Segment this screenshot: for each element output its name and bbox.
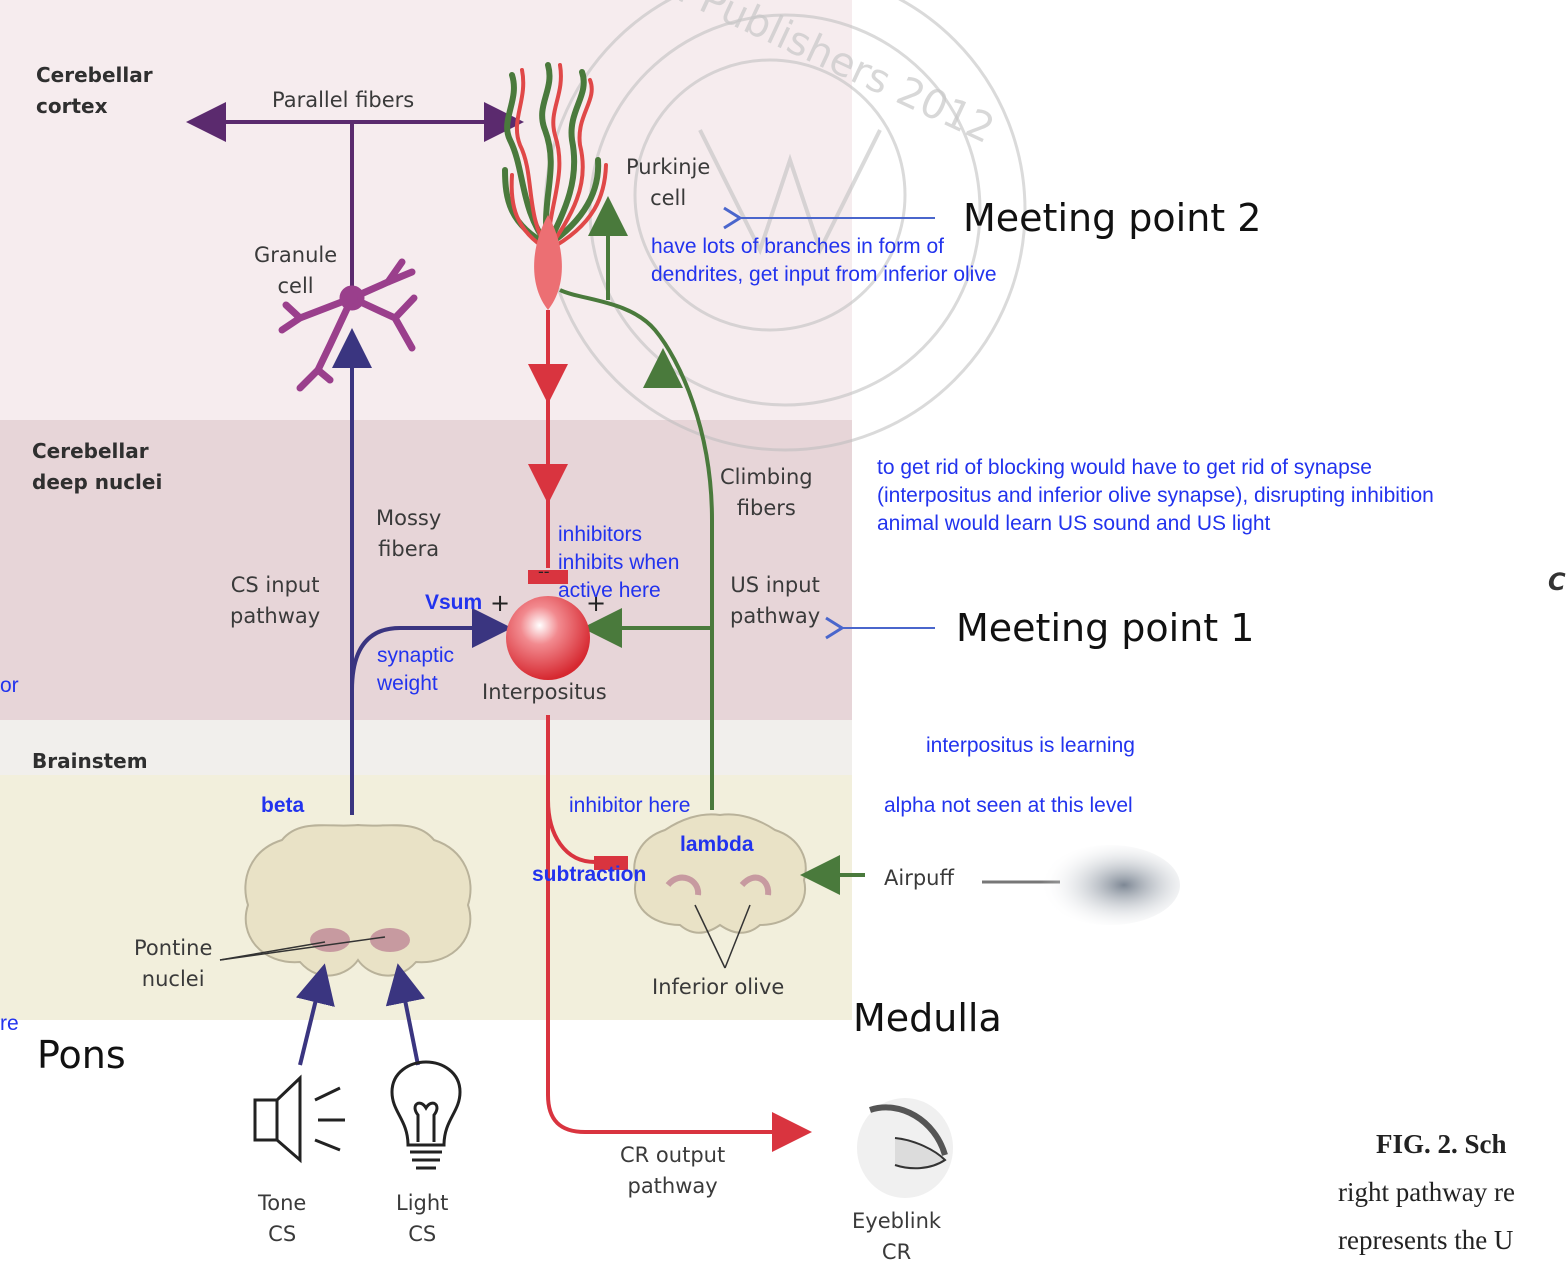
inferior-olive-structure [633, 813, 807, 934]
pons-label: Pons [37, 1033, 126, 1077]
tone-cs-label: Tone CS [258, 1191, 307, 1246]
tone-speaker-icon [253, 1074, 345, 1164]
purkinje-annotation: have lots of branches in form of dendrit… [651, 235, 997, 286]
mossy-fiber [332, 328, 512, 815]
light-cs-label: Light CS [396, 1191, 449, 1246]
inhibitors-annotation: inhibitors inhibits when active here [558, 523, 680, 602]
cr-output-fiber [546, 715, 812, 1152]
mossy-fibers-label: Mossy fibera [376, 506, 442, 561]
region-brainstem: Brainstem [32, 749, 148, 773]
blocking-annotation: to get rid of blocking would have to get… [877, 456, 1434, 535]
edge-text-c: C [1548, 568, 1566, 596]
inhibitory-synapse-olive [594, 856, 628, 870]
figure-caption-line-3: represents the U [1338, 1225, 1514, 1255]
region-cerebellar-deep-nuclei: Cerebellar deep nuclei [32, 439, 163, 494]
pontine-nuclei-label: Pontine nuclei [134, 936, 213, 991]
inhibitory-synapse-purkinje [528, 570, 568, 584]
parallel-fibers-label: Parallel fibers [272, 88, 415, 112]
interpositus-learning-annotation: interpositus is learning [926, 734, 1135, 757]
climbing-fiber [559, 196, 714, 810]
inhibitor-here-annotation: inhibitor here [569, 794, 691, 817]
figure-caption-line-2: right pathway re [1338, 1177, 1515, 1207]
cortex-band [0, 0, 852, 420]
climbing-fibers-label: Climbing fibers [720, 465, 813, 520]
figure-caption-line-1: FIG. 2. Sch [1376, 1129, 1507, 1159]
interpositus-label: Interpositus [482, 680, 607, 704]
meeting-point-2-label: Meeting point 2 [963, 196, 1262, 240]
pons-structure [244, 823, 472, 977]
granule-cell [278, 258, 418, 392]
watermark-seal [543, 0, 1027, 452]
excitatory-plus-vsum: + [490, 589, 511, 617]
inferior-olive-label: Inferior olive [652, 975, 785, 999]
beta-annotation: beta [261, 794, 305, 817]
purkinje-soma [534, 215, 562, 310]
parallel-fibers [186, 102, 524, 300]
excitatory-plus-top: + [586, 589, 607, 617]
cs-input-arrows [295, 963, 426, 1066]
olive-pointer-lines [694, 904, 751, 969]
vsum-annotation: Vsum [425, 591, 483, 614]
cs-input-pathway-label: CS input pathway [230, 573, 321, 628]
light-bulb-icon [390, 1060, 462, 1170]
interpositus-cell [506, 596, 590, 680]
edge-text-re: re [0, 1012, 19, 1035]
eyeblink-eye-icon [857, 1098, 953, 1198]
granule-cell-label: Granule cell [254, 243, 338, 298]
region-cerebellar-cortex: Cerebellar cortex [36, 63, 153, 118]
inhibitory-minus-marks: -- [538, 562, 550, 581]
edge-text-or: or [0, 674, 19, 697]
pontine-pointer-lines [219, 936, 386, 961]
synaptic-weight-annotation: synaptic weight [377, 644, 455, 695]
meeting-point-1-label: Meeting point 1 [956, 606, 1255, 650]
airpuff-label: Airpuff [884, 866, 954, 890]
us-input-pathway-label: US input pathway [730, 573, 821, 628]
cr-output-pathway-label: CR output pathway [620, 1143, 726, 1198]
lambda-annotation: lambda [680, 833, 754, 856]
purkinje-cell-label: Purkinje cell [626, 155, 711, 210]
alpha-annotation: alpha not seen at this level [884, 794, 1133, 817]
airpuff-cloud [1040, 845, 1180, 925]
eyeblink-cr-label: Eyeblink CR [852, 1209, 942, 1264]
subtraction-annotation: subtraction [532, 863, 647, 886]
medulla-label: Medulla [853, 996, 1002, 1040]
